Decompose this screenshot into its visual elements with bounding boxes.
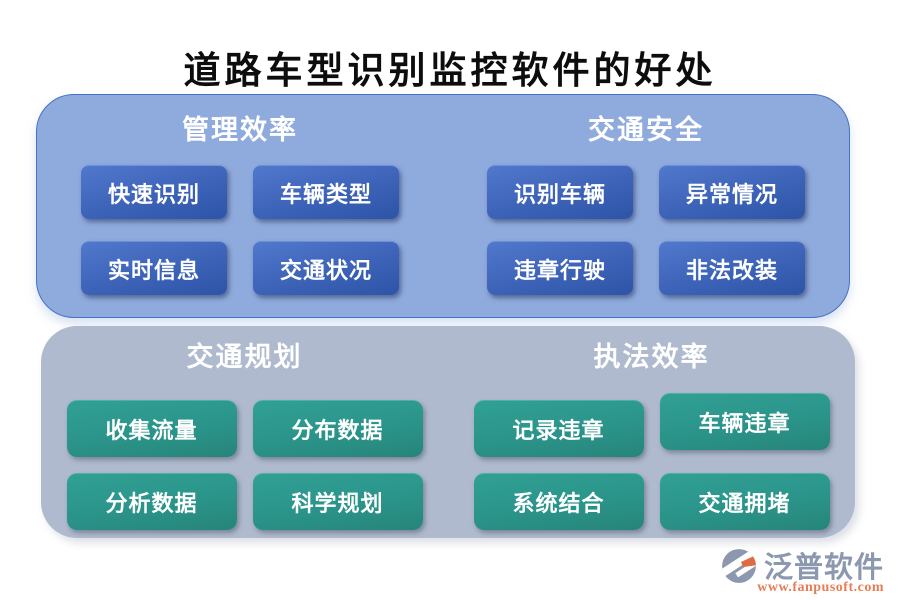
button-system-integration[interactable]: 系统结合 bbox=[473, 473, 644, 530]
group-header-management-efficiency: 管理效率 bbox=[182, 115, 298, 145]
button-quick-identify[interactable]: 快速识别 bbox=[81, 165, 227, 219]
button-grid: 收集流量 分布数据 分析数据 科学规划 bbox=[66, 400, 423, 530]
group-header-traffic-safety: 交通安全 bbox=[588, 115, 704, 145]
button-vehicle-violation[interactable]: 车辆违章 bbox=[659, 393, 830, 450]
brand-name: 泛普软件 bbox=[763, 552, 884, 584]
brand-footer: 泛普软件 www.fanpusoft.com bbox=[720, 544, 884, 596]
button-grid: 记录违章 车辆违章 系统结合 交通拥堵 bbox=[473, 393, 830, 530]
button-identify-vehicle[interactable]: 识别车辆 bbox=[487, 165, 633, 219]
button-grid: 识别车辆 异常情况 违章行驶 非法改装 bbox=[487, 165, 805, 295]
page-title: 道路车型识别监控软件的好处 bbox=[183, 51, 717, 92]
group-enforcement-efficiency: 执法效率 记录违章 车辆违章 系统结合 交通拥堵 bbox=[448, 336, 855, 538]
button-scientific-planning[interactable]: 科学规划 bbox=[252, 473, 423, 530]
group-header-traffic-planning: 交通规划 bbox=[186, 342, 303, 372]
button-record-violation[interactable]: 记录违章 bbox=[473, 400, 644, 457]
button-analyze-data[interactable]: 分析数据 bbox=[66, 473, 237, 530]
button-vehicle-type[interactable]: 车辆类型 bbox=[253, 165, 399, 219]
button-realtime-info[interactable]: 实时信息 bbox=[81, 241, 227, 295]
button-abnormal-situation[interactable]: 异常情况 bbox=[659, 165, 805, 219]
button-collect-flow[interactable]: 收集流量 bbox=[66, 400, 237, 457]
group-management-efficiency: 管理效率 快速识别 车辆类型 实时信息 交通状况 bbox=[37, 109, 443, 317]
panel-bottom: 交通规划 收集流量 分布数据 分析数据 科学规划 执法效率 记录违章 车辆违章 … bbox=[41, 326, 855, 538]
panel-top: 管理效率 快速识别 车辆类型 实时信息 交通状况 交通安全 识别车辆 异常情况 … bbox=[36, 94, 850, 318]
group-header-enforcement-efficiency: 执法效率 bbox=[593, 342, 710, 372]
group-traffic-safety: 交通安全 识别车辆 异常情况 违章行驶 非法改装 bbox=[443, 109, 849, 317]
button-illegal-modification[interactable]: 非法改装 bbox=[659, 241, 805, 295]
button-traffic-congestion[interactable]: 交通拥堵 bbox=[659, 473, 830, 530]
button-traffic-status[interactable]: 交通状况 bbox=[253, 241, 399, 295]
button-grid: 快速识别 车辆类型 实时信息 交通状况 bbox=[81, 165, 399, 295]
button-violation-driving[interactable]: 违章行驶 bbox=[487, 241, 633, 295]
fanpu-logo-icon bbox=[720, 545, 762, 585]
group-traffic-planning: 交通规划 收集流量 分布数据 分析数据 科学规划 bbox=[41, 336, 448, 538]
button-distribution-data[interactable]: 分布数据 bbox=[252, 400, 423, 457]
brand-url[interactable]: www.fanpusoft.com bbox=[757, 580, 884, 595]
